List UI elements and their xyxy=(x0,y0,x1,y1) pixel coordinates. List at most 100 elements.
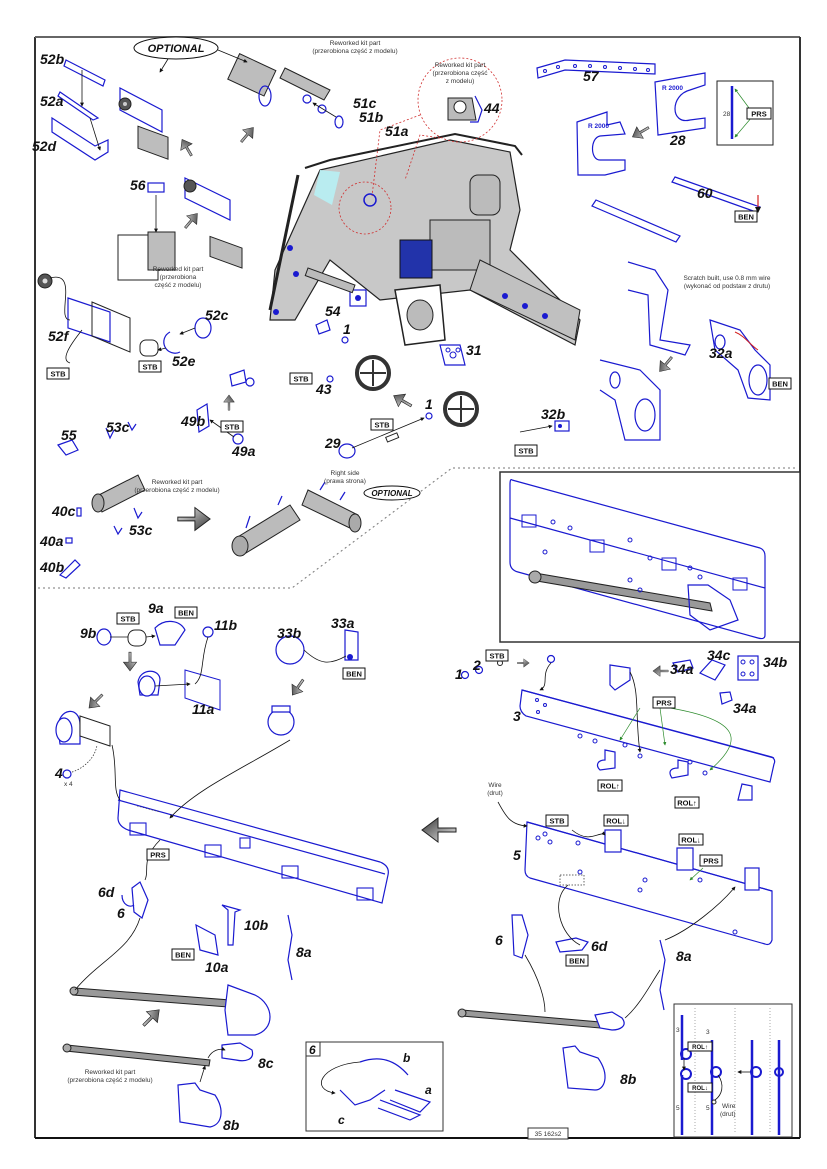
document-code: 35 162s2 xyxy=(535,1131,562,1138)
part-label: 52f xyxy=(48,328,70,344)
note-scratch-en: Scratch built, use 0.8 mm wire xyxy=(683,275,770,282)
part-label: 51b xyxy=(359,109,384,125)
tag-text: ROL↑ xyxy=(677,799,697,808)
part-label: 1 xyxy=(425,396,433,412)
part-label: 53c xyxy=(129,522,153,538)
note-reworked-pl: (przerobiona część z modelu) xyxy=(312,48,397,55)
note-reworked-pl: (przerobiona część z modelu) xyxy=(134,487,219,494)
part-label: 4 xyxy=(54,765,63,781)
stb-tag: STB xyxy=(220,420,244,433)
part-label: 6 xyxy=(495,932,503,948)
optional-label: OPTIONAL xyxy=(148,43,205,55)
part-label: 6d xyxy=(591,938,608,954)
note-scratch-pl: (wykonać od podstaw z drutu) xyxy=(684,283,770,290)
cylinder-assembly xyxy=(57,421,362,579)
prs-tag: PRS xyxy=(699,854,723,867)
part-label: 43 xyxy=(315,381,332,397)
part-label: 5 xyxy=(513,847,521,863)
inset-assembled-shield xyxy=(499,471,801,643)
note-wire-pl: (drut) xyxy=(487,790,503,797)
note-reworked-pl: (przerobiona część z modelu) xyxy=(67,1077,152,1084)
optional-callout-top: OPTIONAL xyxy=(133,36,248,73)
assembly-9-11-33 xyxy=(55,620,359,779)
document-code-box: 35 162s2 xyxy=(527,1127,569,1140)
note-reworked-pl: z modelu) xyxy=(446,78,475,85)
tag-text: PRS xyxy=(703,857,718,866)
part-label: 34c xyxy=(707,647,731,663)
step-arrow-icon xyxy=(628,121,653,143)
tag-text: R 2000 xyxy=(662,85,683,92)
inset-6-label-c: c xyxy=(338,1113,345,1127)
part-label: 9b xyxy=(80,625,97,641)
part-label: 52c xyxy=(205,307,229,323)
tag-text: BEN xyxy=(738,213,754,222)
part-label: 51c xyxy=(353,95,377,111)
tag-text: STB xyxy=(121,615,137,624)
part-label: 1 xyxy=(343,321,351,337)
tag-text: BEN xyxy=(346,670,362,679)
step-arrow-icon xyxy=(176,135,198,160)
part-label: 40c xyxy=(51,503,76,519)
tag-text: ROL↓ xyxy=(681,836,701,845)
step-arrow-icon xyxy=(421,817,457,843)
optional-label: OPTIONAL xyxy=(371,489,412,498)
stb-tag: STB xyxy=(545,814,569,827)
part-label: 10b xyxy=(244,917,269,933)
note-reworked-pl: (przerobiona część xyxy=(433,70,489,77)
part-label: 57 xyxy=(583,68,600,84)
assembly-bottom-left xyxy=(62,1042,254,1128)
ben-tag: BEN xyxy=(171,948,195,961)
rol-down-tag: ROL↓ xyxy=(692,1086,708,1092)
part-label: 49b xyxy=(180,413,206,429)
detail-callout-44: Reworked kit part (przerobiona część z m… xyxy=(371,57,503,197)
part-label: 32a xyxy=(709,345,733,361)
step-arrow-icon xyxy=(652,665,669,677)
note-reworked-en: Reworked kit part xyxy=(85,1069,136,1076)
step-arrow-icon xyxy=(517,658,530,668)
part-label: 8b xyxy=(223,1117,240,1133)
stb-tag: STB xyxy=(289,372,313,385)
stb-tag: STB xyxy=(370,418,394,431)
part-label: 51a xyxy=(385,123,409,139)
tag-text: PRS xyxy=(656,699,671,708)
note-wire-en: Wire xyxy=(722,1103,736,1110)
ben-tag: BEN xyxy=(734,210,758,223)
part-label: 3 xyxy=(513,708,521,724)
step-arrow-icon xyxy=(236,122,259,147)
note-reworked-en: Reworked kit part xyxy=(330,40,381,47)
dimension-28: 28 xyxy=(723,111,731,118)
rol-up-tag: ROL↑ xyxy=(597,779,623,792)
part-label: 52d xyxy=(32,138,57,154)
step-arrow-icon xyxy=(286,675,309,700)
part-label: 2 xyxy=(472,657,481,673)
note-reworked-pl: część z modelu) xyxy=(155,282,202,289)
note-reworked-en: Reworked kit part xyxy=(153,266,204,273)
prs-tag: PRS xyxy=(751,110,766,119)
part-label: 11b xyxy=(214,617,238,633)
stb-tag: STB xyxy=(138,360,162,373)
part-label: 49a xyxy=(231,443,256,459)
inset-label-5: 5 xyxy=(676,1105,680,1112)
part-label: 55 xyxy=(61,427,77,443)
instruction-tags: STB STB STB STB STB STB BEN BEN STB BEN … xyxy=(46,210,792,967)
rol-down-tag: ROL↓ xyxy=(603,814,629,827)
part-label: 54 xyxy=(325,303,341,319)
inset-6-label-a: a xyxy=(425,1083,432,1097)
part-label: 34b xyxy=(763,654,788,670)
tag-text: STB xyxy=(294,375,310,384)
part-label: 33b xyxy=(277,625,302,641)
tag-text: STB xyxy=(143,363,159,372)
step-arrow-icon xyxy=(177,507,211,531)
tag-text: BEN xyxy=(175,951,191,960)
part-label: 11a xyxy=(192,701,215,717)
part-label: 1 xyxy=(455,666,463,682)
step-arrow-icon xyxy=(180,208,203,233)
handwheel-parts xyxy=(196,319,479,459)
quantity-x4: x 4 xyxy=(64,781,73,788)
step-arrow-icon xyxy=(84,689,108,713)
part-label: 53c xyxy=(106,419,130,435)
stb-tag: STB xyxy=(116,612,140,625)
part-label: 34a xyxy=(733,700,757,716)
step-arrow-icon xyxy=(389,389,416,413)
inset-label-5: 5 xyxy=(706,1105,710,1112)
